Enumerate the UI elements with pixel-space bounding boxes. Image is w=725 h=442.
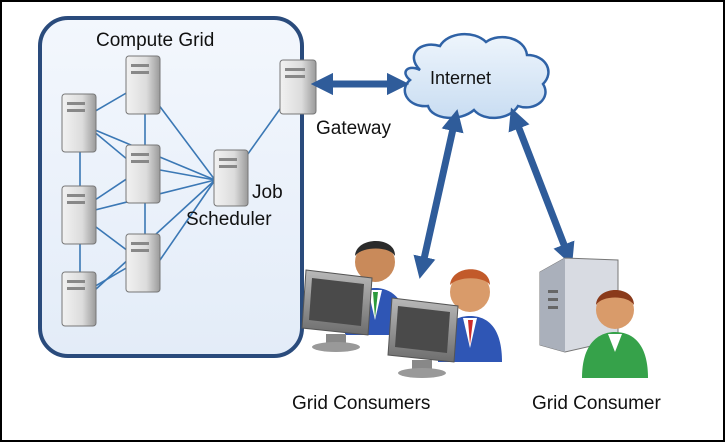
- server-4-icon: [61, 185, 97, 245]
- internet-consumers-arrow: [413, 109, 464, 279]
- gateway-label: Gateway: [316, 118, 391, 139]
- consumer-person-3-icon: [582, 290, 648, 378]
- internet-consumer-arrow: [508, 107, 575, 266]
- monitor-2-icon: [387, 297, 459, 378]
- connection-arrows: [310, 72, 575, 279]
- server-6-icon: [61, 271, 97, 327]
- grid-consumer-label: Grid Consumer: [532, 393, 661, 414]
- job-scheduler-server-icon: [213, 149, 249, 207]
- internet-cloud-icon: [403, 33, 550, 119]
- gateway-server-icon: [279, 59, 317, 115]
- monitor-1-icon: [301, 269, 373, 352]
- consumer-server-icon: [539, 257, 619, 353]
- scheduler-label: Scheduler: [186, 209, 272, 230]
- server-1-icon: [125, 55, 161, 115]
- compute-grid-label: Compute Grid: [96, 30, 215, 51]
- server-3-icon: [125, 144, 161, 204]
- server-2-icon: [61, 93, 97, 153]
- grid-consumers-label: Grid Consumers: [292, 393, 431, 414]
- job-label: Job: [252, 182, 283, 203]
- internet-label: Internet: [430, 68, 492, 88]
- server-5-icon: [125, 233, 161, 293]
